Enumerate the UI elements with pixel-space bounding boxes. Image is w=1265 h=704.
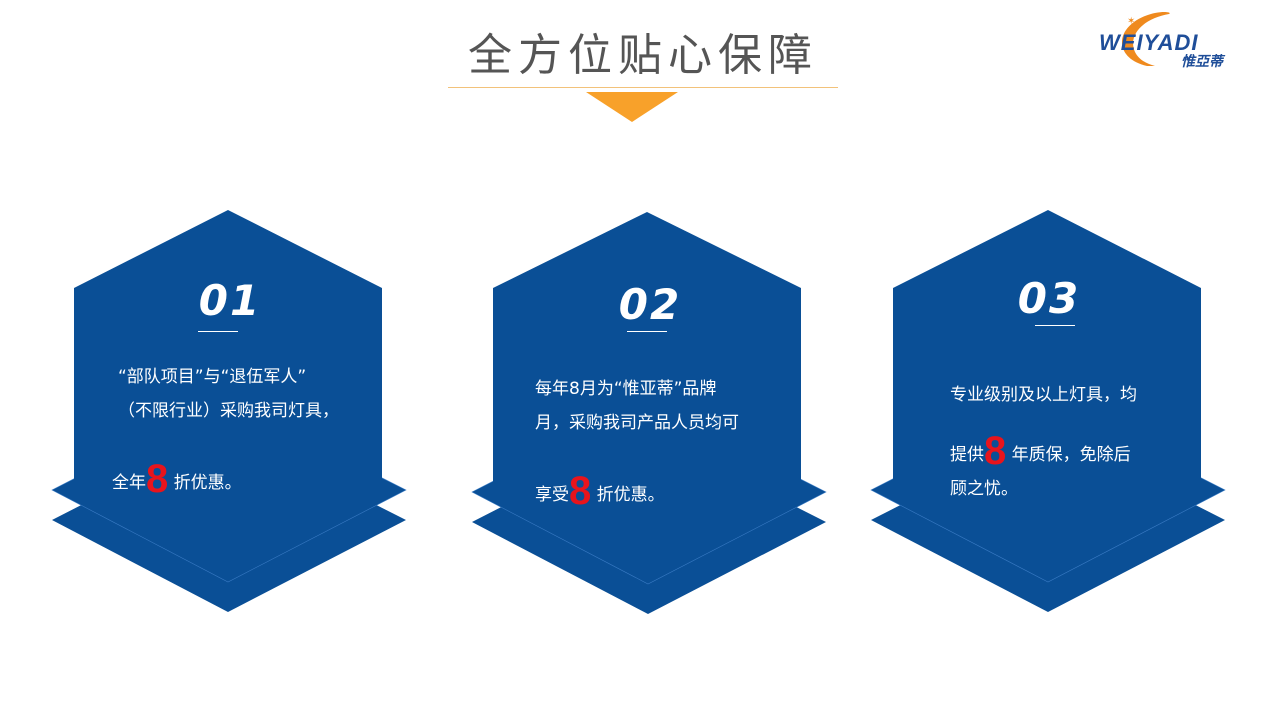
benefit-card-3: 03 专业级别及以上灯具，均 提供8 年质保，免除后 顾之忧。 [869,208,1229,618]
svg-text:惟亞蒂: 惟亞蒂 [1181,53,1226,70]
text-line-3-pre: 享受 [535,485,569,505]
company-logo: ✶ WEIYADI 惟亞蒂 [1095,4,1260,74]
highlight-number: 8 [569,469,592,513]
number-underline [627,331,667,332]
text-line-3: 顾之忧。 [950,479,1018,499]
logo-icon: ✶ WEIYADI 惟亞蒂 [1099,12,1226,70]
number-underline [198,331,238,332]
text-line-1: 专业级别及以上灯具，均 [950,385,1137,405]
text-line-3-pre: 全年 [112,473,146,493]
text-line-2: （不限行业）采购我司灯具， [118,401,339,421]
svg-text:✶: ✶ [1127,16,1135,27]
down-arrow-icon [586,92,678,122]
highlight-number: 8 [146,457,169,501]
hexagon-shape [51,210,407,612]
card-text: 专业级别及以上灯具，均 提供8 年质保，免除后 顾之忧。 [950,378,1210,506]
text-line-2-post: 年质保，免除后 [1006,445,1131,465]
text-line-3-post: 折优惠。 [591,485,665,505]
hexagon-shape [471,212,827,614]
benefit-card-1: 01 “部队项目”与“退伍军人” （不限行业）采购我司灯具， 全年8 折优惠。 [50,208,410,618]
text-line-2: 月，采购我司产品人员均可 [535,413,739,433]
text-line-1: 每年8月为“惟亚蒂”品牌 [535,379,717,399]
card-number: 03 [1017,274,1081,323]
svg-text:WEIYADI: WEIYADI [1099,30,1198,55]
page-title: 全方位贴心保障 [468,30,818,81]
text-line-1: “部队项目”与“退伍军人” [118,367,307,387]
card-number: 01 [198,276,262,325]
benefit-card-2: 02 每年8月为“惟亚蒂”品牌 月，采购我司产品人员均可 享受8 折优惠。 [470,208,830,618]
hexagon-shape [870,210,1226,612]
card-text: “部队项目”与“退伍军人” （不限行业）采购我司灯具， 全年8 折优惠。 [112,360,378,501]
text-line-2-pre: 提供 [950,445,984,465]
highlight-number: 8 [984,429,1007,473]
text-line-3-post: 折优惠。 [168,473,242,493]
title-underline [448,87,838,88]
card-number: 02 [618,280,682,329]
card-text: 每年8月为“惟亚蒂”品牌 月，采购我司产品人员均可 享受8 折优惠。 [535,372,795,512]
number-underline [1035,325,1075,326]
